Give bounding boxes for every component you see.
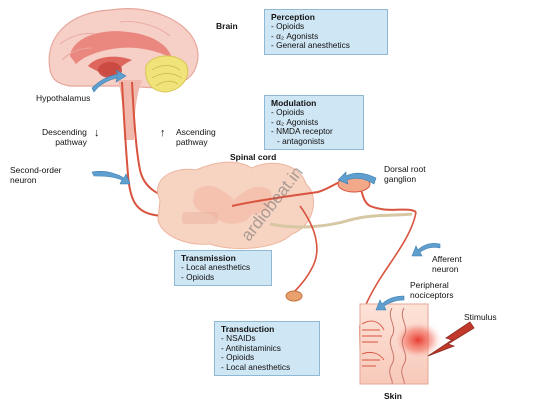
perception-title: Perception [271, 12, 315, 22]
modulation-item: Opioids [271, 107, 357, 118]
transduction-item: Antihistaminics [221, 343, 313, 354]
pointer-arrow-icon [91, 69, 441, 311]
brain-illustration [48, 8, 199, 140]
muscle-bundle-icon [285, 290, 303, 302]
perception-box: Perception Opioids α₂ Agonists General a… [264, 9, 388, 55]
modulation-box: Modulation Opioids α₂ Agonists NMDA rece… [264, 95, 364, 151]
descending-pathway-label: Descending pathway [42, 127, 87, 147]
transduction-item: Local anesthetics [221, 362, 313, 373]
transmission-item: Opioids [181, 272, 265, 283]
perception-item: α₂ Agonists [271, 31, 381, 42]
ascending-pathway-label: Ascending pathway [176, 127, 216, 147]
afferent-neuron-label: Afferent neuron [432, 254, 462, 274]
descending-arrow: ↓ [94, 127, 100, 139]
transduction-box: Transduction NSAIDs Antihistaminics Opio… [214, 321, 320, 377]
transduction-title: Transduction [221, 324, 275, 334]
nociceptor-ending-icon [361, 320, 385, 367]
ascending-arrow: ↑ [160, 127, 166, 139]
second-order-neuron-label: Second-order neuron [10, 165, 62, 185]
dorsal-root-ganglion-label: Dorsal root ganglion [384, 164, 426, 184]
stimulus-bolt-icon [427, 321, 475, 357]
peripheral-nociceptors-label: Peripheral nociceptors [410, 280, 454, 300]
stimulus-label: Stimulus [464, 312, 497, 322]
hypothalamus-label: Hypothalamus [36, 93, 91, 103]
modulation-item: α₂ Agonists [271, 117, 357, 128]
transduction-item: Opioids [221, 353, 313, 363]
transduction-item: NSAIDs [221, 333, 313, 344]
modulation-item-continued: antagonists [271, 136, 357, 147]
transmission-item: Local anesthetics [181, 262, 265, 273]
transmission-box: Transmission Local anesthetics Opioids [174, 250, 272, 287]
perception-item: General anesthetics [271, 41, 381, 51]
spinal-cord-label: Spinal cord [230, 152, 277, 162]
transmission-title: Transmission [181, 253, 236, 263]
brain-label: Brain [216, 21, 238, 31]
modulation-title: Modulation [271, 98, 317, 108]
skin-block [359, 303, 444, 385]
skin-label: Skin [384, 391, 402, 401]
modulation-item: NMDA receptor [271, 127, 357, 137]
perception-item: Opioids [271, 21, 381, 32]
